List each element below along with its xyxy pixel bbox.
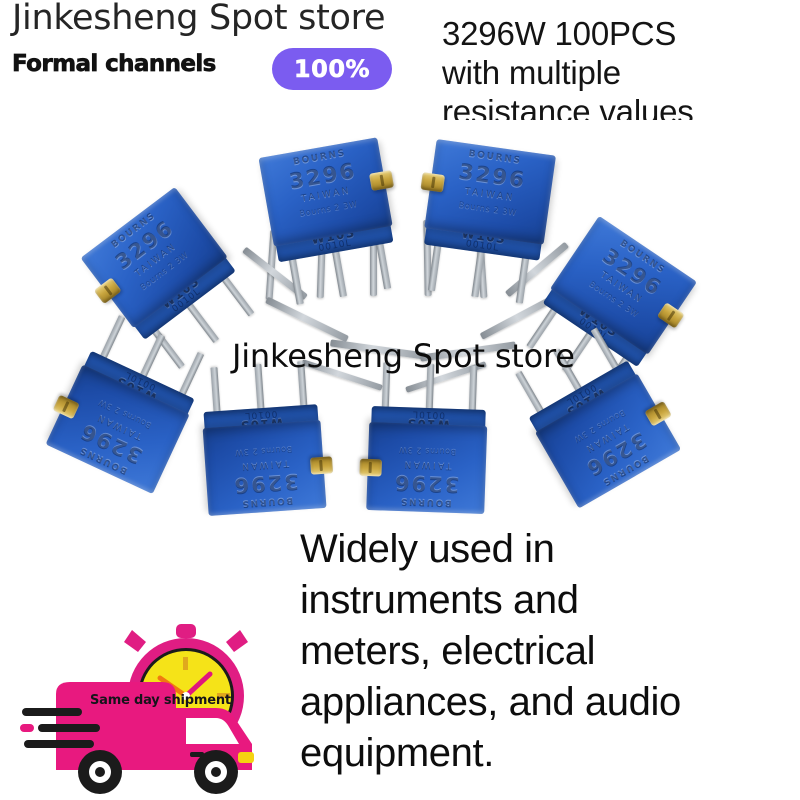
speed-lines-icon [20,708,100,748]
trimmer-model: 3296 [581,427,651,482]
truck-wheels [78,750,238,794]
trimmer-signature: Bourns 2 3W [398,446,457,458]
trimmer-potentiometer: W1030010LBOURNS3296TAIWANBourns 2 3W [45,315,205,495]
trimmer-model: 3296 [392,470,460,498]
trimmer-origin: TAIWAN [239,458,290,472]
store-name-title: Jinkesheng Spot store [12,0,386,38]
trimmer-potentiometer: W1030010LBOURNS3296TAIWANBourns 2 3W [359,362,488,515]
formal-channels-tagline: Formal channels [12,51,217,78]
delivery-truck-icon [20,624,254,794]
trimmer-pin [370,220,377,296]
trimmer-model: 3296 [287,157,359,194]
trimmer-signature: Bourns 2 3W [234,445,293,459]
description-line-1: Widely used in [300,527,555,571]
trimmer-brand: BOURNS [599,452,651,488]
trimmer-adjust-screw [309,456,334,475]
center-watermark: Jinkesheng Spot store [232,337,575,375]
trimmer-model: 3296 [110,215,179,275]
hundred-percent-badge-label: 100% [293,55,371,84]
trimmer-potentiometer: W1030010LBOURNS3296TAIWANBourns 2 3W [80,186,255,369]
hundred-percent-badge: 100% [272,48,392,90]
trimmer-model: 3296 [598,243,667,301]
trimmer-brand: BOURNS [77,444,130,476]
trimmer-model: 3296 [457,158,528,193]
trimmer-potentiometer: W1030010LBOURNS3296TAIWANBourns 2 3W [202,360,334,516]
trimmer-adjust-screw [369,170,395,192]
description-line-2: instruments and [300,578,579,622]
headline-line-1: 3296W 100PCS [442,15,677,52]
trimmer-origin: TAIWAN [402,459,452,471]
trimmer-brand: BOURNS [467,148,523,167]
trimmer-origin: TAIWAN [300,185,352,205]
trimmer-brand: BOURNS [617,238,667,276]
trimmer-brand: BOURNS [292,148,347,168]
trimmer-model: 3296 [75,418,147,469]
product-headline: 3296W 100PCS with multiple resistance va… [442,14,794,131]
trimmer-brand: BOURNS [399,496,452,508]
same-day-shipment-label: Same day shipment [90,693,231,708]
trimmer-potentiometer: W1030010LBOURNS3296TAIWANBourns 2 3W [420,139,556,304]
description-line-5: equipment. [300,731,494,775]
trimmer-brand: BOURNS [240,495,294,509]
trimmer-origin: TAIWAN [94,411,144,442]
trimmer-signature: Bourns 2 3W [458,199,518,218]
trimmer-origin: TAIWAN [464,186,516,204]
trimmer-origin: TAIWAN [582,421,631,455]
description-line-3: meters, electrical [300,629,596,673]
trimmer-potentiometer: W1030010LBOURNS3296TAIWANBourns 2 3W [515,327,682,509]
trimmer-potentiometer: W1030010LBOURNS3296TAIWANBourns 2 3W [258,137,396,305]
trimmer-signature: Bourns 2 3W [298,198,359,219]
product-photo: W1030010LBOURNS3296TAIWANBourns 2 3WW103… [0,120,800,560]
trimmer-adjust-screw [420,172,446,193]
usage-description: Widely used in instruments and meters, e… [300,524,800,779]
trimmer-adjust-screw [359,458,382,477]
trimmer-model: 3296 [231,469,300,499]
same-day-shipment-badge: Same day shipment [20,612,320,800]
trimmer-brand: BOURNS [109,210,158,251]
headline-line-2: with multiple [442,54,621,91]
description-line-4: appliances, and audio [300,680,681,724]
